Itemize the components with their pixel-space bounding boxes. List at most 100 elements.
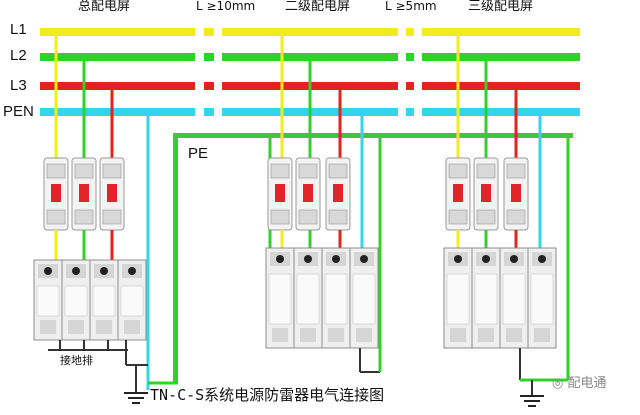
- ground-symbol-1a: [124, 392, 148, 394]
- spd-bottom-terminal: [272, 328, 288, 342]
- breaker-bottom-terminal: [270, 209, 290, 225]
- breaker-bottom-terminal: [328, 209, 348, 225]
- spd-main-1: [33, 259, 63, 341]
- bus-l1-segment: [40, 28, 195, 36]
- bus-pen-segment: [40, 108, 195, 116]
- spd-face: [64, 285, 88, 317]
- breaker-toggle: [107, 184, 117, 202]
- breaker-sec-3: [325, 157, 351, 231]
- spd-screw: [360, 255, 368, 263]
- spd-face: [446, 273, 470, 325]
- breaker-toggle: [51, 184, 61, 202]
- bus-label-l2: L2: [10, 47, 27, 64]
- bus-l2-segment: [406, 53, 414, 61]
- breaker-toggle: [79, 184, 89, 202]
- spd-sec-4: [349, 247, 379, 349]
- breaker-toggle: [511, 184, 521, 202]
- breaker-ter-3: [503, 157, 529, 231]
- spd-face: [268, 273, 292, 325]
- bus-l1-segment: [422, 28, 580, 36]
- breaker-toggle: [481, 184, 491, 202]
- diagram-caption: TN-C-S系统电源防雷器电气连接图: [150, 386, 385, 404]
- spd-screw: [304, 255, 312, 263]
- breaker-main-2: [71, 157, 97, 231]
- bus-l3-segment: [406, 82, 414, 90]
- bus-l3-segment: [422, 82, 580, 90]
- watermark-text: 配电通: [567, 376, 607, 391]
- spd-main-2: [61, 259, 91, 341]
- ground-bar-label: 接地排: [60, 354, 93, 367]
- bus-label-pen: PEN: [3, 103, 34, 120]
- breaker-bottom-terminal: [476, 209, 496, 225]
- spd-screw: [276, 255, 284, 263]
- spd-bottom-terminal: [506, 328, 522, 342]
- spd-screw: [100, 267, 108, 275]
- spd-screw: [454, 255, 462, 263]
- panels: [33, 32, 570, 407]
- spd-bottom-terminal: [450, 328, 466, 342]
- bus-pen-segment: [406, 108, 414, 116]
- spd-screw: [510, 255, 518, 263]
- spd-bottom-terminal: [534, 328, 550, 342]
- spd-bottom-terminal: [300, 328, 316, 342]
- breaker-toggle: [333, 184, 343, 202]
- bus-l2-segment: [204, 53, 214, 61]
- breaker-bottom-terminal: [74, 209, 94, 225]
- watermark: ◎ 配电通: [552, 372, 607, 391]
- spd-screw: [482, 255, 490, 263]
- bus-l3-segment: [204, 82, 214, 90]
- breaker-top-terminal: [74, 163, 94, 179]
- breaker-bottom-terminal: [506, 209, 526, 225]
- spd-bottom-terminal: [124, 320, 140, 334]
- breaker-toggle: [275, 184, 285, 202]
- bus-l1-segment: [406, 28, 414, 36]
- header-spacing-1: L ≥10mm: [196, 0, 256, 13]
- bus-pen-segment: [204, 108, 214, 116]
- spd-face: [36, 285, 60, 317]
- bus-label-pe: PE: [188, 145, 209, 162]
- spd-bottom-terminal: [96, 320, 112, 334]
- spd-face: [502, 273, 526, 325]
- spd-bottom-terminal: [478, 328, 494, 342]
- spd-sec-2: [293, 247, 323, 349]
- spd-face: [530, 273, 554, 325]
- header-tertiary-panel: 三级配电屏: [468, 0, 534, 14]
- ground-symbol-2c: [528, 405, 536, 407]
- spd-bottom-terminal: [328, 328, 344, 342]
- spd-ter-3: [499, 247, 529, 349]
- breaker-bottom-terminal: [46, 209, 66, 225]
- spd-bottom-terminal: [68, 320, 84, 334]
- spd-face: [92, 285, 116, 317]
- spd-face: [120, 285, 144, 317]
- bus-pe: [173, 133, 573, 138]
- bus-l1-segment: [222, 28, 398, 36]
- spd-main-3: [89, 259, 119, 341]
- bus-label-l1: L1: [10, 21, 27, 38]
- header-main-panel: 总配电屏: [78, 0, 131, 14]
- bus-pen-segment: [422, 108, 580, 116]
- breaker-main-3: [99, 157, 125, 231]
- ground-symbol-1b: [128, 397, 144, 399]
- spd-face: [352, 273, 376, 325]
- spd-screw: [72, 267, 80, 275]
- header-spacing-2: L ≥5mm: [385, 0, 437, 13]
- spd-screw: [44, 267, 52, 275]
- bus-l3-segment: [40, 82, 195, 90]
- spd-ter-4: [527, 247, 557, 349]
- breaker-toggle: [453, 184, 463, 202]
- breaker-top-terminal: [102, 163, 122, 179]
- header-secondary-panel: 二级配电屏: [285, 0, 351, 14]
- spd-bottom-terminal: [356, 328, 372, 342]
- ground-symbol-2b: [524, 400, 540, 402]
- breaker-bottom-terminal: [448, 209, 468, 225]
- spd-screw: [128, 267, 136, 275]
- ground-symbol-1c: [132, 402, 140, 404]
- bus-l2-segment: [40, 53, 195, 61]
- spd-screw: [538, 255, 546, 263]
- bus-l1-segment: [204, 28, 214, 36]
- breaker-bottom-terminal: [298, 209, 318, 225]
- bus-label-l3: L3: [10, 77, 27, 94]
- pe-drop-main: [173, 133, 178, 383]
- breaker-top-terminal: [476, 163, 496, 179]
